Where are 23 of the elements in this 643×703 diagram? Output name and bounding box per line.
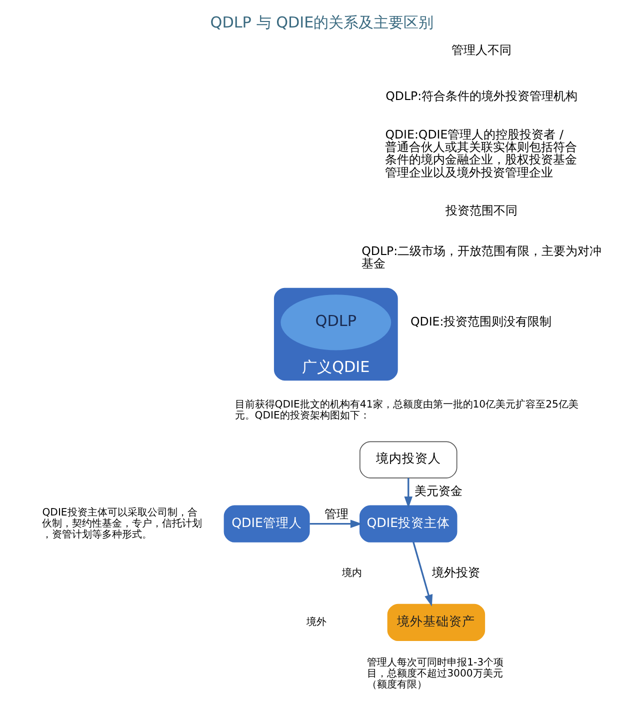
edge-label: 美元资金: [414, 484, 462, 498]
diagram-title: QDLP 与 QDIE的关系及主要区别: [210, 13, 434, 32]
label: 境外: [306, 617, 326, 628]
label: 目前获得QDIE批文的机构有41家，总额度由第一批的10亿美元扩容至25亿美元。QDIE的投资架构图如下：: [234, 400, 578, 422]
label: QDLP:二级市场，开放范围有限，主要为对冲基金: [361, 244, 602, 270]
arrow: [404, 478, 412, 508]
label: 境内: [341, 568, 362, 579]
node-box: 境外基础资产: [386, 604, 485, 641]
label: QDIE投资主体可以采取公司制，合伙制，契约性基金，专户，信托计划，资管计划等多种形式。: [42, 507, 202, 540]
arrow: [412, 542, 432, 607]
label: 管理人每次可同时申报1-3个项目，总额度不超过3000万美元（额度有限）: [366, 658, 504, 690]
arrow: [309, 520, 362, 528]
label: 管理人不同: [450, 42, 511, 57]
node-box: QDIE管理人: [223, 505, 310, 542]
edge-label: 管理: [324, 507, 348, 522]
label: QDIE:QDIE管理人的控股投资者 / 普通合伙人或其关联实体则包括符合条件的境内金融企业，股权投资基金管理企业以及境外投资管理企业: [384, 127, 577, 180]
label: QDLP:符合条件的境外投资管理机构: [385, 89, 578, 104]
node-box: 境内投资人: [359, 441, 457, 478]
label: 投资范围不同: [444, 204, 517, 218]
node-box: QDIE投资主体: [359, 505, 457, 542]
edge-label: 境外投资: [432, 565, 480, 580]
label: QDIE:投资范围则没有限制: [410, 314, 552, 329]
node-ellipse: QDLP: [280, 294, 391, 350]
